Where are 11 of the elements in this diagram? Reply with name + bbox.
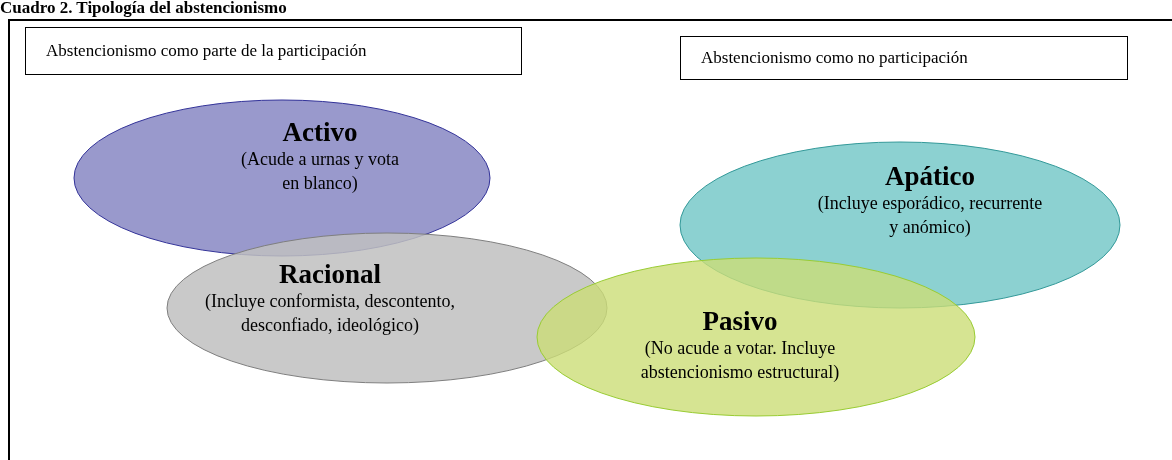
heading: Racional — [279, 258, 381, 291]
diagram-title: Cuadro 2. Tipología del abstencionismo — [0, 0, 287, 18]
heading: Pasivo — [702, 305, 778, 338]
heading: Apático — [885, 160, 975, 193]
description: (No acude a votar. Incluye abstencionismo estructural) — [639, 337, 841, 384]
description: (Acude a urnas y vota en blanco) — [240, 148, 400, 195]
description: (Incluye conformista, descontento, desconfiado, ideológico) — [204, 290, 456, 337]
text-box: Abstencionismo como parte de la participación — [25, 27, 522, 75]
text-box: Abstencionismo como no participación — [680, 36, 1128, 80]
description: (Incluye esporádico, recurrente y anómico) — [816, 192, 1044, 239]
heading: Activo — [282, 116, 358, 149]
